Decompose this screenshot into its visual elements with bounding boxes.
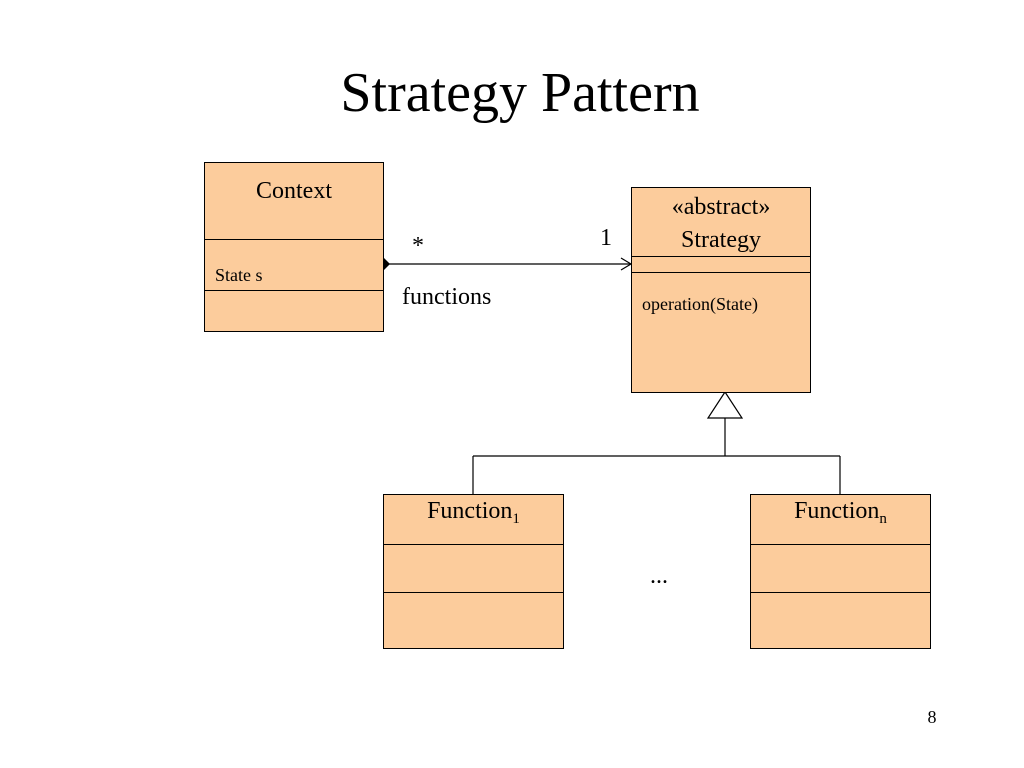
function-first-operations-compartment (384, 592, 563, 648)
function-last-class-box: Functionn (750, 494, 931, 649)
function-last-name: Function (794, 498, 880, 524)
context-operations-compartment (205, 290, 383, 331)
function-first-name: Function (427, 498, 513, 524)
page-number: 8 (927, 707, 937, 727)
function-first-name-compartment: Function1 (384, 495, 563, 544)
function-first-class-name: Function1 (384, 497, 563, 527)
context-class-name: Context (256, 178, 332, 204)
function-first-class-box: Function1 (383, 494, 564, 649)
function-last-class-name: Functionn (751, 497, 930, 527)
ellipsis: ... (650, 563, 668, 589)
inheritance-triangle-icon (706, 390, 744, 419)
strategy-operation: operation(State) (642, 294, 758, 314)
function-last-attributes-compartment (751, 544, 930, 592)
context-class-box: Context State s (204, 162, 384, 332)
context-attributes-compartment: State s (205, 239, 383, 290)
function-last-operations-compartment (751, 592, 930, 648)
slide-title: Strategy Pattern (340, 62, 700, 124)
context-attribute: State s (215, 265, 263, 285)
function-last-name-compartment: Functionn (751, 495, 930, 544)
strategy-operations-compartment: operation(State) (632, 272, 810, 392)
strategy-stereotype: «abstract» (671, 194, 771, 220)
strategy-class-box: «abstract» Strategy operation(State) (631, 187, 811, 393)
function-first-attributes-compartment (384, 544, 563, 592)
strategy-name-compartment: «abstract» Strategy (632, 188, 810, 256)
function-first-subscript: 1 (512, 511, 520, 527)
association-role: functions (402, 284, 492, 310)
strategy-class-name: Strategy (681, 227, 761, 253)
strategy-multiplicity: 1 (600, 225, 612, 251)
function-last-subscript: n (879, 511, 887, 527)
strategy-attributes-compartment (632, 256, 810, 272)
context-multiplicity: * (412, 233, 424, 259)
context-name-compartment: Context (205, 163, 383, 239)
